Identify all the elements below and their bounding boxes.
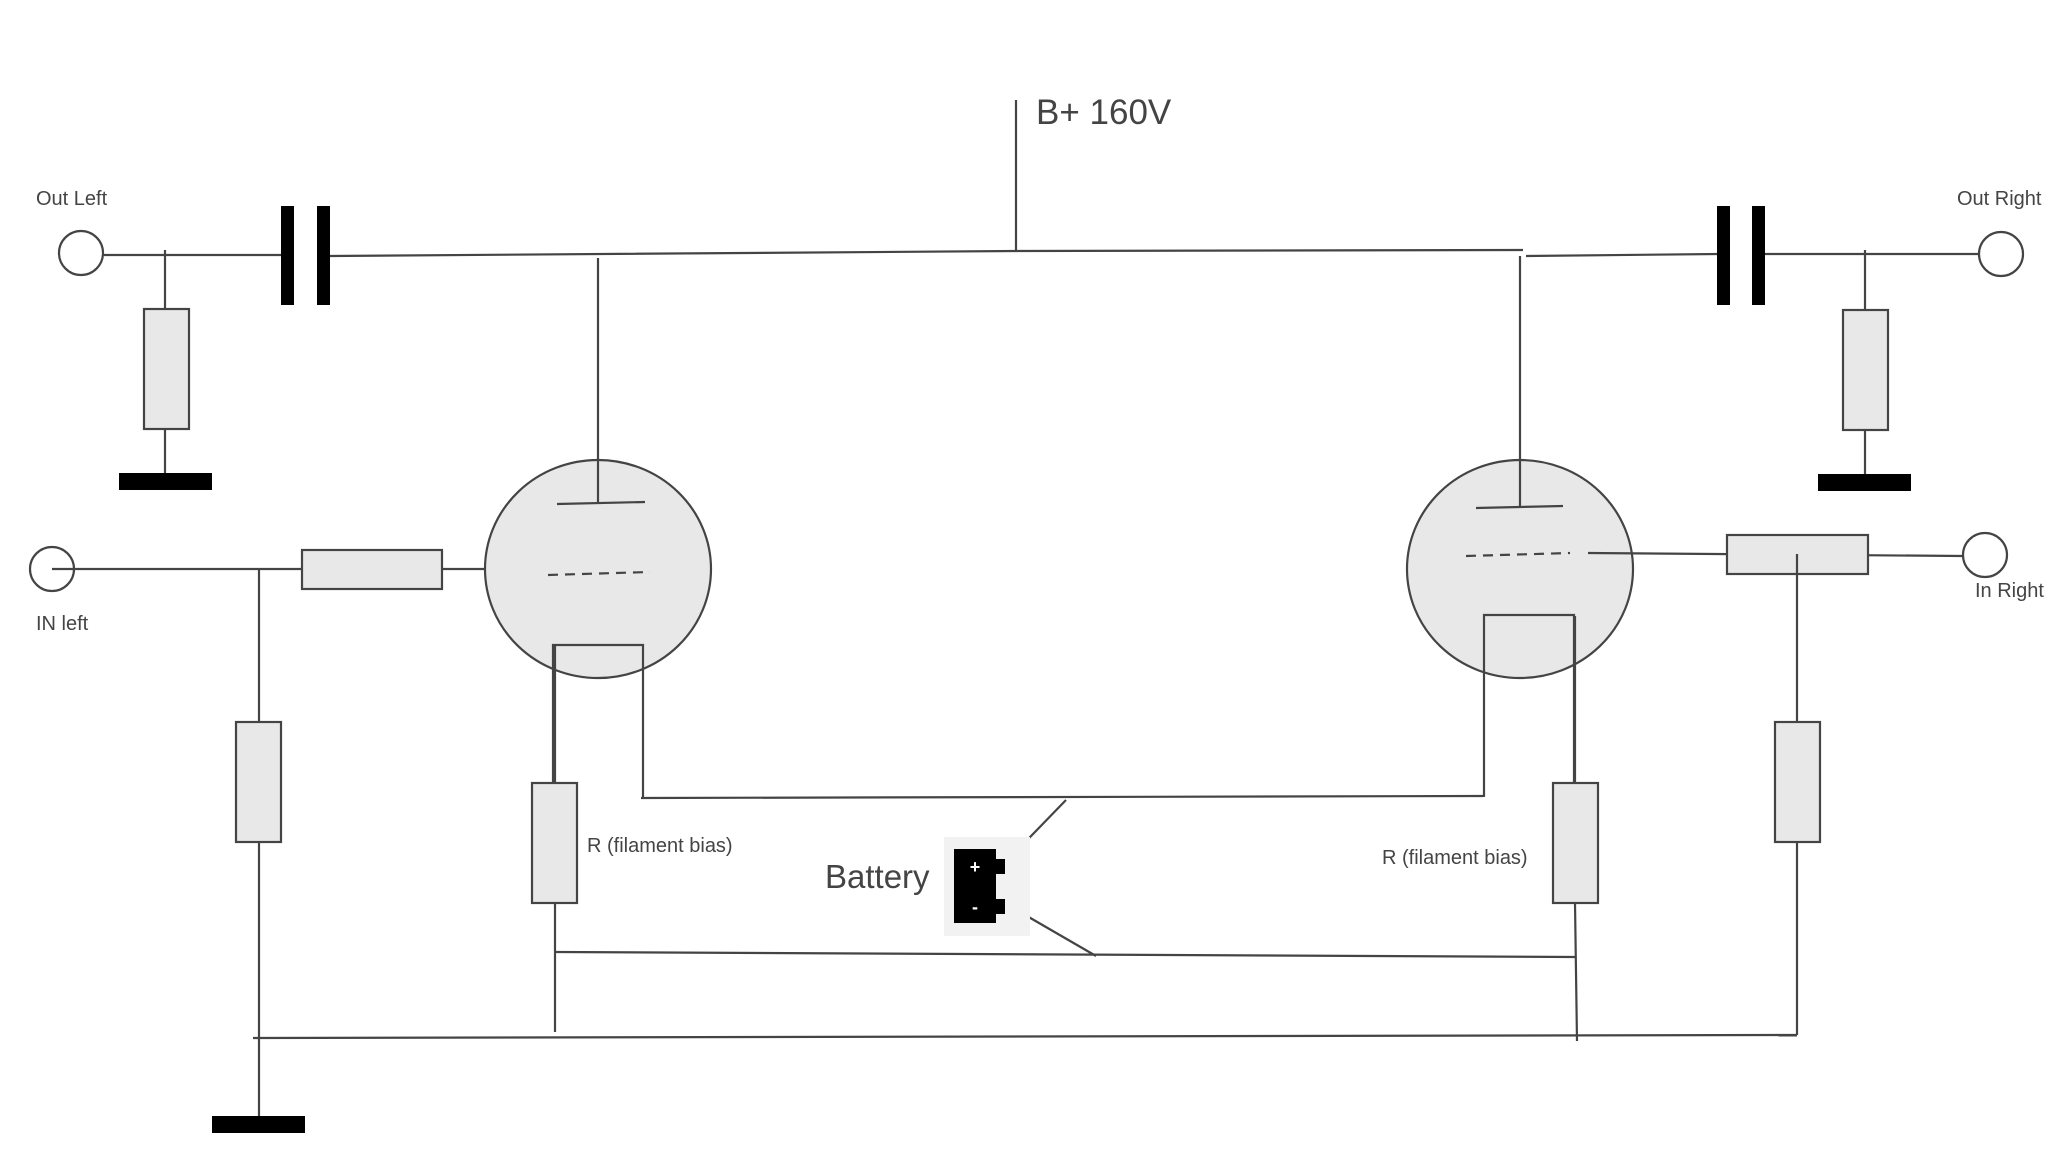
battery-label: Battery [825,858,930,895]
out-left-ground-icon [119,473,212,490]
main-ground-icon [212,1116,305,1133]
out-left-label: Out Left [36,188,108,210]
tube-left [483,258,713,798]
out-right-jack[interactable] [1977,230,2025,278]
out-left-load-resistor [142,307,191,431]
in-right-grid-leak-resistor [1773,720,1822,844]
battery-minus-symbol: - [972,897,978,917]
out-left-jack[interactable] [57,229,105,277]
ground-bus [252,1033,1798,1040]
tube-right [1405,256,1635,797]
out-right-load-resistor [1841,308,1890,432]
in-left-label: IN left [36,613,89,635]
filament-bias-resistor-left [530,781,579,905]
out-left-capacitor [281,206,330,305]
out-right-ground-icon [1818,474,1911,491]
out-right-capacitor [1717,206,1765,305]
in-right-label: In Right [1975,580,2044,602]
battery-icon: + - [944,837,1030,936]
b-plus-label: B+ 160V [1036,93,1172,132]
in-right-jack[interactable] [1961,531,2009,579]
filament-bias-resistor-right [1551,781,1600,905]
filament-bias-label-left: R (filament bias) [587,835,733,857]
in-left-grid-leak-resistor [234,720,283,844]
battery-plus-symbol: + [970,857,981,877]
b-plus-rail [329,100,1720,258]
in-left-grid-resistor [300,548,444,591]
out-right-label: Out Right [1957,188,2042,210]
filament-bias-label-right: R (filament bias) [1382,847,1528,869]
